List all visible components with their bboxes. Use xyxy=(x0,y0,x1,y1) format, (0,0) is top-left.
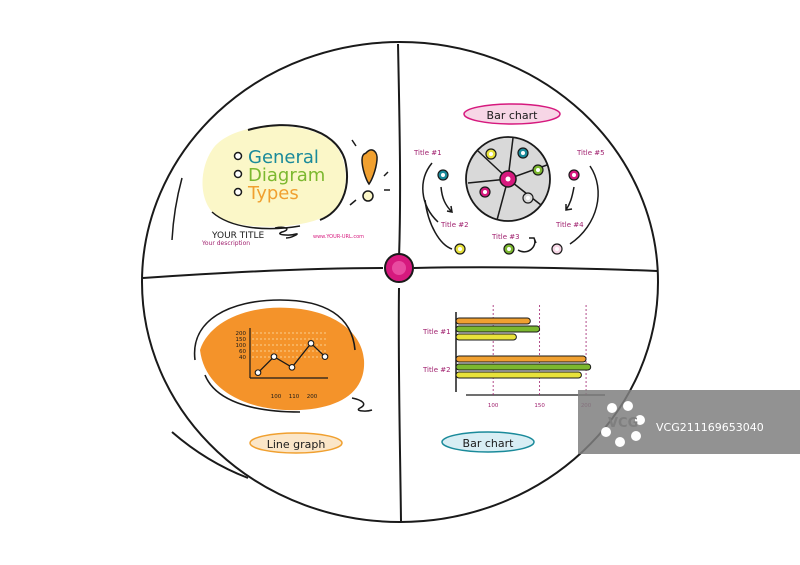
arrow-icon xyxy=(565,186,575,211)
label-bubble xyxy=(441,431,535,453)
logo-petal xyxy=(623,401,633,411)
exclamation-icon xyxy=(361,149,378,186)
arrow-icon xyxy=(569,165,599,245)
line-y-tick-label: 40 xyxy=(239,355,246,361)
marker-hole xyxy=(483,190,487,194)
row-label-title-2: Title #2 xyxy=(422,366,451,374)
line-point xyxy=(307,339,315,347)
stray-stroke xyxy=(171,177,183,241)
line-graph-marks xyxy=(254,339,329,377)
blob-outline xyxy=(193,299,356,361)
your-title: YOUR TITLE xyxy=(211,231,264,241)
line-point xyxy=(321,353,329,361)
line-point xyxy=(270,353,278,361)
label-bubble xyxy=(463,103,561,125)
title-5-label: Title #5 xyxy=(576,149,605,157)
logo-petal xyxy=(615,437,625,447)
title-4-label: Title #4 xyxy=(555,221,584,229)
label-bubble xyxy=(249,432,343,454)
line-y-tick-label: 150 xyxy=(236,337,247,343)
line-x-tick-label: 200 xyxy=(307,394,318,400)
marker-hole xyxy=(526,196,530,200)
title-2-label: Title #2 xyxy=(440,221,469,229)
line-graph-label: Line graph xyxy=(267,438,326,451)
your-url: www.YOUR-URL.com xyxy=(313,234,364,240)
scribble-icon xyxy=(349,139,390,206)
marker-hole xyxy=(555,247,559,251)
your-description: Your description xyxy=(201,240,250,247)
horizontal-divider xyxy=(142,266,658,279)
pie-dividers xyxy=(467,137,548,221)
exclamation-dot xyxy=(362,190,374,202)
hbar-bar xyxy=(455,333,517,341)
bullet-dot xyxy=(233,169,243,179)
squiggle-icon xyxy=(351,397,373,412)
hbar-x-tick-label: 150 xyxy=(534,403,545,409)
item-types: Types xyxy=(247,183,299,204)
arrow-icon xyxy=(517,237,537,253)
arrow-icon xyxy=(424,199,453,250)
hbar-bar xyxy=(455,325,541,333)
bullet-dot xyxy=(233,151,243,161)
line-y-tick-label: 100 xyxy=(236,343,247,349)
marker-hole xyxy=(507,247,511,251)
marker-hole xyxy=(536,168,540,172)
title-3-label: Title #3 xyxy=(491,233,520,241)
logo-petal xyxy=(607,403,617,413)
center-dot-highlight xyxy=(392,261,406,275)
main-circle xyxy=(141,41,659,523)
arrow-icon xyxy=(440,186,453,213)
marker-hole xyxy=(441,173,445,177)
hbar-bar xyxy=(455,371,582,379)
marker-hole xyxy=(572,173,576,177)
bar-chart-bottom-panel: 100150200 Title #1 Title #2 Bar chart xyxy=(422,305,605,453)
line-point xyxy=(254,369,262,377)
logo-petal xyxy=(631,431,641,441)
blob-scribble xyxy=(211,211,301,230)
orange-blob xyxy=(200,307,365,411)
marker-hole xyxy=(458,247,462,251)
line-y-tick-label: 200 xyxy=(236,331,247,337)
line-x-tick-label: 100 xyxy=(271,394,282,400)
pie-center-inner xyxy=(505,176,511,182)
watermark-logo-text: VCG xyxy=(608,416,638,431)
arrow-icon xyxy=(422,162,439,223)
title-1-label: Title #1 xyxy=(413,149,442,157)
line-x-tick-label: 110 xyxy=(289,394,300,400)
item-general: General xyxy=(248,147,319,168)
logo-petal xyxy=(635,415,645,425)
line-point xyxy=(288,363,296,371)
watermark-box xyxy=(578,390,800,454)
hbar-x-tick-label: 100 xyxy=(488,403,499,409)
blob-outline xyxy=(247,124,348,221)
squiggle-icon xyxy=(274,226,298,239)
marker-hole xyxy=(489,152,493,156)
blob-outline-lower xyxy=(204,374,301,413)
marker-hole xyxy=(521,151,525,155)
bar-chart-label-bottom: Bar chart xyxy=(463,437,515,450)
bar-chart-label-top: Bar chart xyxy=(487,109,539,122)
watermark-id: VCG211169653040 xyxy=(656,421,764,434)
bullet-dot xyxy=(233,187,243,197)
item-diagram: Diagram xyxy=(248,165,325,186)
hbar-bar xyxy=(455,355,587,363)
stray-stroke xyxy=(171,431,249,479)
hbar-bar xyxy=(455,317,531,325)
row-label-title-1: Title #1 xyxy=(422,328,451,336)
watermark: VCG VCG211169653040 xyxy=(578,390,800,454)
bar-chart-top-panel: Bar chart Title #1 Title #2 Title #3 Tit… xyxy=(413,103,605,255)
logo-petal xyxy=(601,427,611,437)
yellow-blob xyxy=(202,125,346,227)
vertical-divider xyxy=(397,43,402,522)
hbar-bar xyxy=(455,363,592,371)
general-types-panel: General Diagram Types YOUR TITLE Your de… xyxy=(201,124,390,247)
vcg-logo-icon xyxy=(601,401,645,447)
hbar-marks xyxy=(455,317,592,379)
line-y-tick-label: 60 xyxy=(239,349,246,355)
